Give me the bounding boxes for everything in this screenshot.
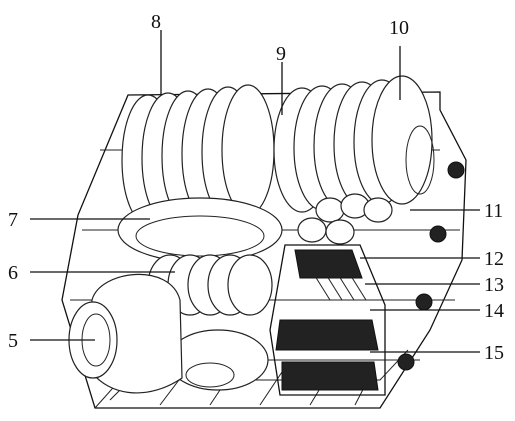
callout-7: 7 <box>8 209 18 231</box>
callout-9: 9 <box>276 43 286 65</box>
callout-11: 11 <box>484 200 503 222</box>
pot <box>68 273 183 394</box>
callout-14: 14 <box>484 300 504 322</box>
back-right-plates <box>273 75 435 213</box>
callout-13: 13 <box>484 274 504 296</box>
basket-wheels <box>397 161 465 371</box>
callout-8: 8 <box>151 11 161 33</box>
callout-15: 15 <box>484 342 504 364</box>
callout-6: 6 <box>8 262 18 284</box>
cutlery-basket <box>269 244 386 396</box>
serving-plate <box>117 197 283 263</box>
cups <box>297 193 393 245</box>
callout-5: 5 <box>8 330 18 352</box>
callout-labels: 8 9 10 7 11 6 12 13 5 14 15 <box>8 11 504 364</box>
callout-12: 12 <box>484 248 504 270</box>
callout-10: 10 <box>389 17 409 39</box>
leader-lines <box>30 30 480 353</box>
